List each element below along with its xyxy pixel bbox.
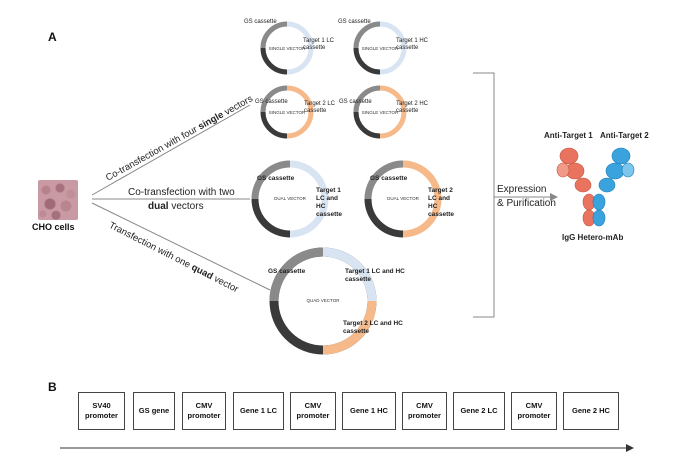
- dual-transfection-label-bottom: dual vectors: [148, 201, 204, 212]
- expression-label-line-2: & Purification: [497, 198, 556, 209]
- expression-label-line-1: Expression: [497, 184, 547, 195]
- hetero-mab-antibody-icon: [556, 147, 635, 227]
- single-vector-3-target-label: Target 2 LC cassette: [304, 101, 336, 114]
- construct-element-4: Gene 1 LC: [233, 392, 284, 430]
- single-vector-1-target-label: Target 1 LC cassette: [303, 38, 335, 51]
- quad-vector-target-1-label: Target 1 LC and HC cassette: [345, 268, 405, 283]
- single-vector-3-center-label: SINGLE VECTOR: [268, 110, 306, 115]
- construct-axis-arrowhead: [626, 444, 634, 452]
- dual-vector-2-target-label: Target 2 LC and HC cassette: [428, 187, 455, 218]
- construct-element-5: CMV promoter: [290, 392, 336, 430]
- quad-vector-target-2-label: Target 2 LC and HC cassette: [343, 320, 403, 335]
- dual-vector-1-ring: [251, 160, 329, 238]
- single-vector-1-gs-label: GS cassette: [244, 19, 277, 25]
- construct-element-7: CMV promoter: [402, 392, 447, 430]
- single-vector-3-gs-label: GS cassette: [255, 99, 288, 105]
- construct-element-6: Gene 1 HC: [342, 392, 396, 430]
- construct-element-9: CMV promoter: [511, 392, 557, 430]
- quad-arrow-line: [91, 202, 271, 291]
- dual-vector-2-gs-label: GS cassette: [370, 175, 408, 182]
- panel-a-label: A: [48, 30, 57, 44]
- quad-vector-gs-label: GS cassette: [268, 268, 306, 275]
- construct-element-1: SV40 promoter: [78, 392, 125, 430]
- single-vector-4-center-label: SINGLE VECTOR: [361, 110, 399, 115]
- single-vector-4-ring: [353, 85, 407, 139]
- quad-vector-center-label: QUAD VECTOR: [306, 298, 340, 303]
- single-vector-4-gs-label: GS cassette: [339, 99, 372, 105]
- quad-vector-ring: [269, 247, 377, 355]
- construct-element-3: CMV promoter: [182, 392, 226, 430]
- hetero-mab-label: IgG Hetero-mAb: [562, 233, 624, 242]
- single-arrow-line: [91, 104, 251, 196]
- single-vector-2-center-label: SINGLE VECTOR: [361, 46, 399, 51]
- dual-vector-2-center-label: DUAL VECTOR: [387, 196, 419, 201]
- single-vector-4-target-label: Target 2 HC cassette: [396, 101, 429, 114]
- single-vector-3-ring: [260, 85, 314, 139]
- dual-vector-1-target-label: Target 1 LC and HC cassette: [316, 187, 343, 218]
- single-vector-2-gs-label: GS cassette: [338, 19, 371, 25]
- construct-element-10: Gene 2 HC: [563, 392, 619, 430]
- dual-transfection-label-top: Co-transfection with two: [128, 187, 235, 198]
- construct-element-2: GS gene: [133, 392, 175, 430]
- dual-vector-2-ring: [364, 160, 442, 238]
- expression-arrowhead: [550, 193, 558, 201]
- bracket-line: [473, 72, 495, 318]
- anti-target-1-label: Anti-Target 1: [544, 131, 593, 140]
- anti-target-2-label: Anti-Target 2: [600, 131, 649, 140]
- dual-vector-1-gs-label: GS cassette: [257, 175, 295, 182]
- single-vector-1-ring: [260, 21, 314, 75]
- construct-element-8: Gene 2 LC: [453, 392, 505, 430]
- cho-cells-image: [38, 180, 78, 220]
- single-vector-2-ring: [353, 21, 407, 75]
- single-vector-2-target-label: Target 1 HC cassette: [396, 38, 429, 51]
- dual-vector-1-center-label: DUAL VECTOR: [274, 196, 306, 201]
- panel-b-label: B: [48, 380, 57, 394]
- single-vector-1-center-label: SINGLE VECTOR: [268, 46, 306, 51]
- cho-cells-label: CHO cells: [32, 222, 75, 232]
